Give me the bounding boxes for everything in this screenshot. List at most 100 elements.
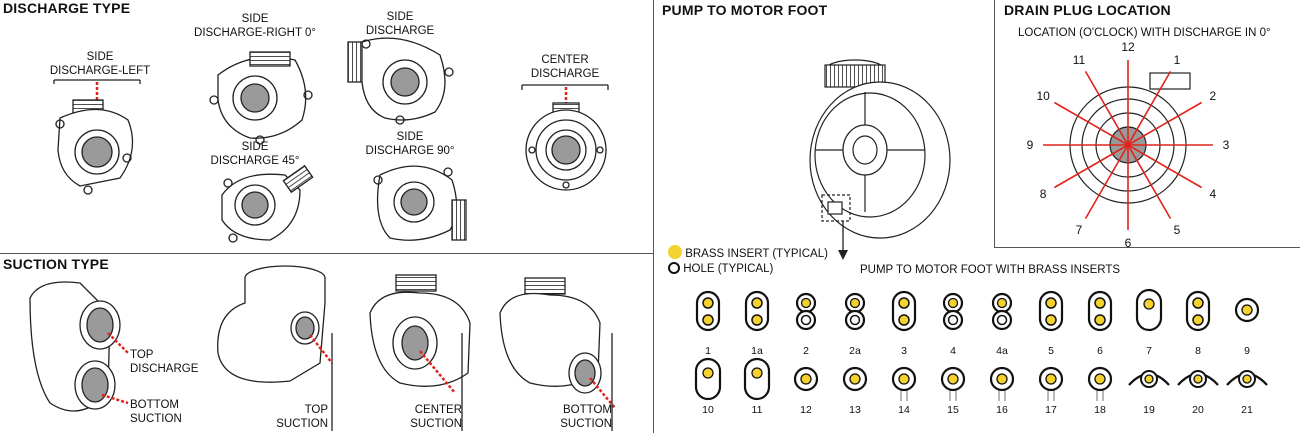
pump-side-right [209, 51, 313, 145]
label-text: BOTTOM SUCTION [560, 404, 612, 430]
foot-shape [989, 366, 1015, 401]
foot-label: 2a [849, 345, 861, 357]
hour-line-2 [1127, 101, 1203, 146]
foot-shape [1038, 290, 1064, 332]
foot-shape [793, 366, 819, 392]
pump-dual [29, 281, 129, 412]
discharge-type-title: DISCHARGE TYPE [3, 0, 131, 16]
hour-label-11: 11 [1073, 53, 1086, 67]
label-side-discharge-45: SIDE DISCHARGE 45° [195, 140, 315, 168]
label-text: SIDE DISCHARGE [365, 11, 435, 37]
pump-side-left [53, 79, 141, 195]
drain-plug-title: DRAIN PLUG LOCATION [1004, 2, 1171, 18]
label-center-discharge: CENTER DISCHARGE [515, 53, 615, 81]
foot-label: 14 [898, 404, 910, 416]
discharge-thread [1149, 72, 1191, 90]
pump-top-suction [217, 265, 333, 431]
discharge-illustrations [53, 37, 609, 243]
foot-label: 2 [803, 345, 809, 357]
foot-shape [1135, 288, 1163, 332]
foot-shape [991, 292, 1013, 331]
foot-shape [1087, 290, 1113, 332]
hour-label-7: 7 [1076, 223, 1083, 237]
foot-shape [1128, 370, 1170, 388]
hour-label-12: 12 [1121, 40, 1135, 54]
horizontal-divider [0, 253, 653, 254]
foot-label: 20 [1192, 404, 1204, 416]
foot-shape [795, 292, 817, 331]
label-text: SIDE DISCHARGE 45° [210, 141, 300, 167]
hour-label-2: 2 [1210, 89, 1217, 103]
foot-label: 1a [751, 345, 763, 357]
foot-label: 9 [1244, 345, 1250, 357]
hour-line-1 [1127, 70, 1172, 146]
hour-line-7 [1084, 144, 1129, 220]
label-text: SIDE DISCHARGE-RIGHT 0° [194, 13, 316, 39]
foot-label: 4a [996, 345, 1008, 357]
foot-label: 6 [1097, 345, 1103, 357]
foot-shape [891, 366, 917, 401]
foot-shape [942, 292, 964, 331]
foot-label: 7 [1146, 345, 1152, 357]
hour-label-10: 10 [1036, 89, 1050, 103]
foot-label: 4 [950, 345, 956, 357]
hole-icon [668, 262, 680, 274]
legend-brass-insert: BRASS INSERT (TYPICAL) [668, 245, 828, 261]
label-bottom-suction: BOTTOM SUCTION [130, 398, 182, 426]
foot-label: 11 [752, 404, 763, 416]
label-side-discharge-90: SIDE DISCHARGE 90° [350, 130, 470, 158]
drain-plug-box [994, 0, 1300, 248]
foot-shape [1087, 366, 1113, 401]
pump-bottom-suction [499, 277, 616, 431]
foot-shape [695, 290, 721, 332]
label-text: BOTTOM SUCTION [130, 399, 182, 425]
pump-center-suction [369, 274, 471, 431]
hour-line-4 [1127, 144, 1203, 189]
hour-label-6: 6 [1125, 236, 1132, 250]
foot-label: 13 [849, 404, 861, 416]
label-top-suction: TOP SUCTION [268, 403, 328, 431]
suction-type-title: SUCTION TYPE [3, 256, 109, 272]
label-text: CENTER SUCTION [410, 404, 462, 430]
foot-shape [1234, 297, 1260, 323]
suction-illustrations [29, 265, 616, 431]
foot-label: 16 [996, 404, 1008, 416]
hour-label-4: 4 [1210, 187, 1217, 201]
foot-label: 10 [702, 404, 714, 416]
legend-brass-text: BRASS INSERT (TYPICAL) [685, 248, 828, 260]
foot-label: 8 [1195, 345, 1201, 357]
label-side-discharge: SIDE DISCHARGE [350, 10, 450, 38]
legend-hole-text: HOLE (TYPICAL) [683, 263, 774, 275]
hour-label-9: 9 [1027, 138, 1034, 152]
pump-side [347, 37, 454, 125]
foot-shape [940, 366, 966, 401]
foot-shape [1177, 370, 1219, 388]
label-center-suction: CENTER SUCTION [398, 403, 462, 431]
label-bottom-suction-2: BOTTOM SUCTION [548, 403, 612, 431]
label-text: SIDE DISCHARGE-LEFT [49, 51, 151, 77]
brass-insert-icon [668, 245, 682, 259]
label-side-discharge-right: SIDE DISCHARGE-RIGHT 0° [185, 12, 325, 40]
pump-side-45 [221, 164, 314, 243]
label-text: TOP DISCHARGE [130, 349, 199, 375]
hour-label-1: 1 [1174, 53, 1181, 67]
hour-line-10 [1053, 101, 1129, 146]
foot-label: 1 [705, 345, 711, 357]
foot-label: 12 [800, 404, 812, 416]
hour-label-3: 3 [1223, 138, 1230, 152]
label-text: TOP SUCTION [276, 404, 328, 430]
foot-shape [743, 357, 771, 401]
pump-center [521, 84, 609, 191]
foot-label: 18 [1094, 404, 1106, 416]
hour-line-5 [1127, 144, 1172, 220]
hour-label-5: 5 [1174, 223, 1181, 237]
legend-hole: HOLE (TYPICAL) [668, 262, 773, 276]
hour-line-11 [1084, 70, 1129, 146]
foot-shape [1038, 366, 1064, 401]
foot-shape [744, 290, 770, 332]
drain-plug-subtitle: LOCATION (O'CLOCK) WITH DISCHARGE IN 0° [1018, 27, 1271, 39]
foot-label: 5 [1048, 345, 1054, 357]
motor-foot-title: PUMP TO MOTOR FOOT [662, 2, 828, 18]
foot-shape [842, 366, 868, 392]
